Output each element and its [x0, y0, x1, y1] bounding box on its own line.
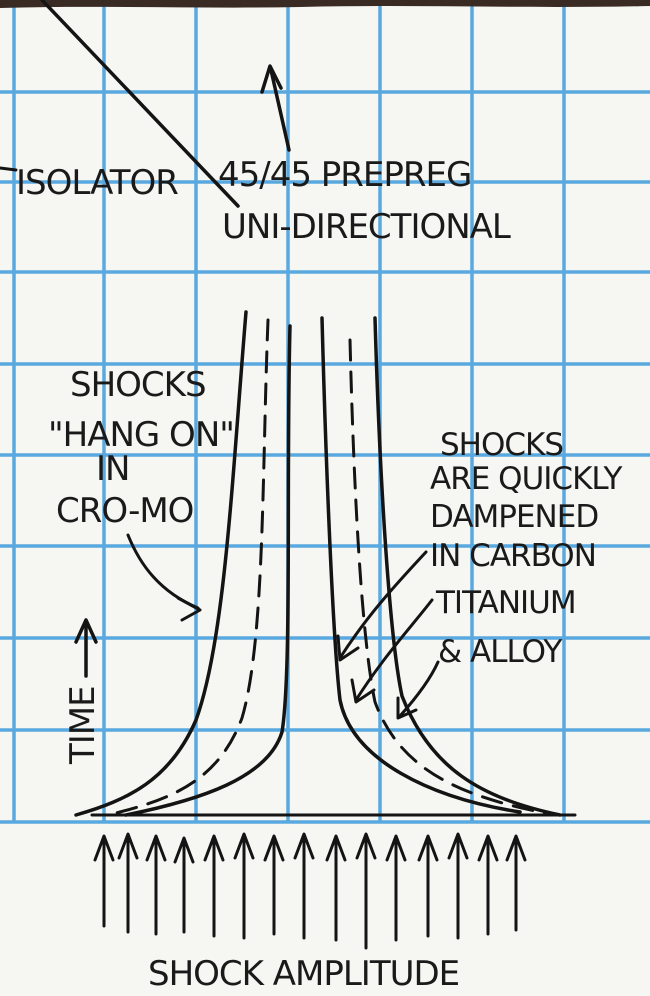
hang-on-line-1: SHOCKS	[70, 365, 206, 405]
alloy-arrow	[398, 660, 440, 718]
amplitude-arrow	[385, 834, 407, 942]
amplitude-arrow	[117, 832, 139, 934]
cromo-curve-dashed	[106, 318, 270, 817]
titanium-curve-dashed	[348, 338, 547, 815]
dampened-line-6: & ALLOY	[438, 634, 562, 670]
dampened-line-3: DAMPENED	[430, 499, 598, 535]
alloy-arrow-head	[396, 696, 418, 720]
dampened-line-2: ARE QUICKLY	[430, 461, 623, 497]
alloy-curve	[373, 316, 562, 817]
time-axis-arrow-head	[74, 618, 98, 644]
prepreg-label: 45/45 PREPREG	[218, 155, 471, 195]
amplitude-arrow	[173, 836, 195, 934]
isolator-line	[40, 0, 240, 208]
hang-on-line-3: IN	[96, 449, 129, 489]
hang-on-line-2: "HANG ON"	[48, 415, 234, 455]
titanium-arrow	[354, 598, 434, 702]
amplitude-arrow	[263, 834, 285, 936]
unidirectional-label: UNI-DIRECTIONAL	[222, 207, 511, 247]
amplitude-arrow	[93, 834, 115, 928]
isolator-label: ISOLATOR	[16, 163, 178, 203]
amplitude-arrow	[325, 834, 347, 942]
carbon-arrow-head	[336, 634, 360, 662]
shock-amplitude-label: SHOCK AMPLITUDE	[148, 954, 459, 994]
hang-on-arrow-head	[176, 596, 202, 622]
cromo-curve-inner	[124, 324, 292, 817]
dampened-line-5: TITANIUM	[435, 585, 576, 621]
amplitude-arrow	[477, 834, 499, 936]
amplitude-arrow	[233, 832, 255, 940]
dampened-line-4: IN CARBON	[430, 538, 596, 574]
prepreg-arrow-shaft	[269, 68, 291, 152]
amplitude-arrow	[203, 834, 225, 938]
page-top-edge	[0, 0, 650, 8]
amplitude-arrow	[293, 832, 315, 940]
titanium-arrow-head	[350, 678, 376, 704]
amplitude-arrow	[447, 832, 469, 940]
carbon-arrow	[338, 550, 428, 660]
amplitude-arrow	[505, 834, 527, 932]
shock-amplitude-arrows	[93, 832, 527, 950]
prepreg-arrow-head	[260, 64, 283, 94]
dampened-line-1: SHOCKS	[440, 427, 563, 463]
amplitude-arrow	[355, 832, 377, 950]
isolator-leader	[0, 166, 18, 172]
hang-on-line-4: CRO-MO	[56, 491, 193, 531]
time-axis-label: TIME	[63, 686, 103, 765]
amplitude-arrow	[417, 834, 439, 938]
carbon-curve	[320, 316, 522, 814]
cromo-curve-outer	[74, 310, 248, 817]
amplitude-arrow	[145, 834, 167, 936]
